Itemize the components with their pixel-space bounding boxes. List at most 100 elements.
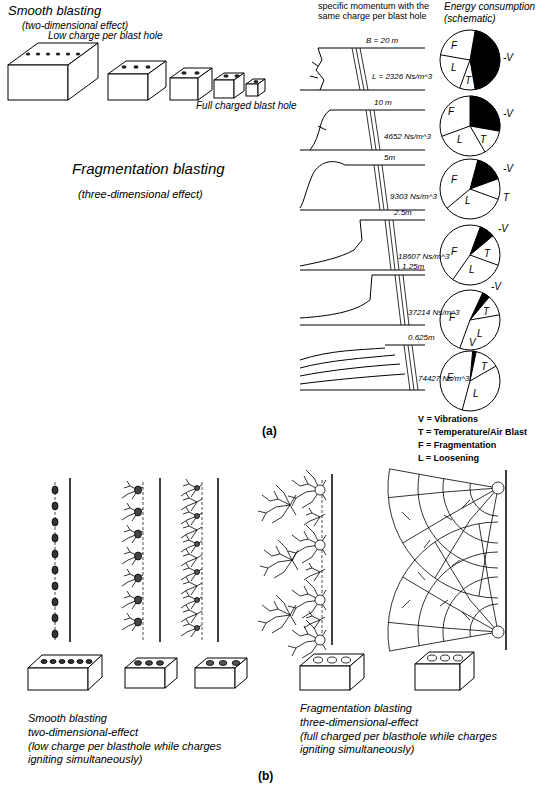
blast-hole: [454, 655, 463, 661]
rock-block: [8, 65, 68, 100]
blast-hole: [195, 542, 200, 547]
pie-segment-letter: -V: [491, 281, 501, 293]
caption-text: three-dimensional-effect: [300, 716, 418, 729]
crack-pattern: [181, 563, 202, 581]
pie-segment-letter: T: [503, 192, 509, 204]
blast-hole: [26, 53, 30, 56]
crack-pattern: [181, 619, 202, 637]
crack-pattern: [122, 470, 326, 658]
pie-segment-letter: F: [447, 372, 453, 384]
blast-hole: [56, 53, 60, 56]
energy-pie: [440, 96, 500, 156]
rock-block: [198, 68, 212, 100]
pie-segment-letter: V: [469, 337, 476, 349]
split-line: [55, 480, 322, 642]
legend-entry: F = Fragmentation: [418, 440, 496, 450]
blast-hole: [195, 486, 200, 491]
blast-hole: [492, 482, 504, 494]
blast-hole: [52, 518, 58, 526]
pie-segment-letter: -V: [503, 163, 513, 175]
crack-pattern: [388, 522, 498, 651]
blast-hole-line: [352, 48, 368, 90]
free-face-line: [331, 474, 333, 645]
dimension-label: 74427 Ns/m^3: [418, 374, 469, 383]
rock-block: [125, 668, 165, 688]
blast-hole: [135, 530, 142, 538]
blast-hole: [52, 550, 58, 558]
crack-pattern: [304, 508, 325, 526]
bench-profile: [300, 275, 425, 325]
blast-hole: [41, 655, 463, 666]
pie-segment-letter: L: [469, 264, 475, 276]
blast-hole: [41, 660, 47, 664]
blast-hole: [342, 657, 351, 663]
heading-text: Full charged blast hole: [196, 100, 297, 112]
free-face-line: [159, 478, 161, 642]
pie-segment-letter: T: [480, 134, 486, 146]
energy-pie: [470, 96, 500, 131]
caption-text: (low charge per blasthole while charges …: [28, 740, 258, 765]
caption-text: Smooth blasting: [28, 712, 107, 725]
pie-segment-letter: T: [483, 306, 489, 318]
pie-segment-letter: T: [484, 248, 490, 260]
heading-text: Smooth blasting: [8, 4, 101, 19]
blast-hole: [157, 661, 164, 666]
bench-profile: [300, 48, 425, 390]
crack-pattern: [122, 547, 143, 565]
blast-hole: [135, 574, 142, 582]
crack-pattern: [122, 481, 143, 499]
energy-pie: [453, 255, 498, 280]
crack-pattern: [388, 469, 498, 596]
energy-pie: [440, 159, 500, 219]
blast-hole: [254, 80, 259, 83]
crack-pattern: [260, 540, 298, 578]
energy-pie: [440, 30, 500, 411]
blast-hole: [195, 598, 200, 603]
crack-pattern: [288, 470, 326, 508]
panel-tag: (b): [258, 770, 273, 784]
dimension-label: 5m: [384, 153, 395, 162]
blast-hole: [122, 65, 127, 68]
energy-pie: [440, 30, 500, 90]
blast-hole: [194, 71, 199, 75]
caption-text: two-dimensional-effect: [28, 726, 138, 739]
blast-hole: [68, 660, 74, 664]
pie-segment-letter: T: [481, 361, 487, 373]
caption-text: (full charged per blasthole while charge…: [300, 730, 532, 755]
dimension-label: 1.25m: [402, 262, 424, 271]
panel-tag: (a): [262, 425, 277, 439]
split-line: [322, 480, 323, 642]
rock-block: [415, 664, 460, 690]
legend-entry: V = Vibrations: [418, 414, 478, 424]
crack-pattern: [258, 595, 296, 633]
pie-segment-letter: L: [457, 134, 463, 146]
crack-pattern: [181, 549, 202, 567]
rock-block: [148, 61, 166, 100]
rock-block: [300, 666, 350, 690]
dimension-label: 10 m: [374, 98, 392, 107]
bench-profile: [300, 110, 425, 150]
blast-hole: [135, 552, 142, 560]
crack-pattern: [402, 500, 470, 620]
free-face-line: [69, 478, 71, 642]
dimension-label: L = 2326 Ns/m^3: [372, 72, 432, 81]
blast-hole: [315, 540, 325, 550]
blast-hole: [52, 482, 504, 645]
energy-pie: [440, 351, 500, 411]
blast-hole: [134, 65, 139, 68]
dimension-label: 2.5m: [394, 208, 412, 217]
rock-block: [28, 652, 474, 690]
split-line: [143, 482, 144, 640]
pie-segment-letter: L: [451, 62, 457, 74]
blast-hole: [315, 485, 325, 495]
rock-block: [165, 658, 177, 688]
blast-hole: [232, 661, 240, 666]
blast-hole: [66, 53, 70, 56]
crack-pattern: [388, 469, 498, 598]
free-face-line: [70, 470, 506, 650]
pie-segment-letter: F: [449, 312, 455, 324]
crack-pattern: [388, 469, 498, 651]
heading-text: Low charge per blast hole: [48, 30, 163, 42]
crack-pattern: [304, 563, 325, 581]
